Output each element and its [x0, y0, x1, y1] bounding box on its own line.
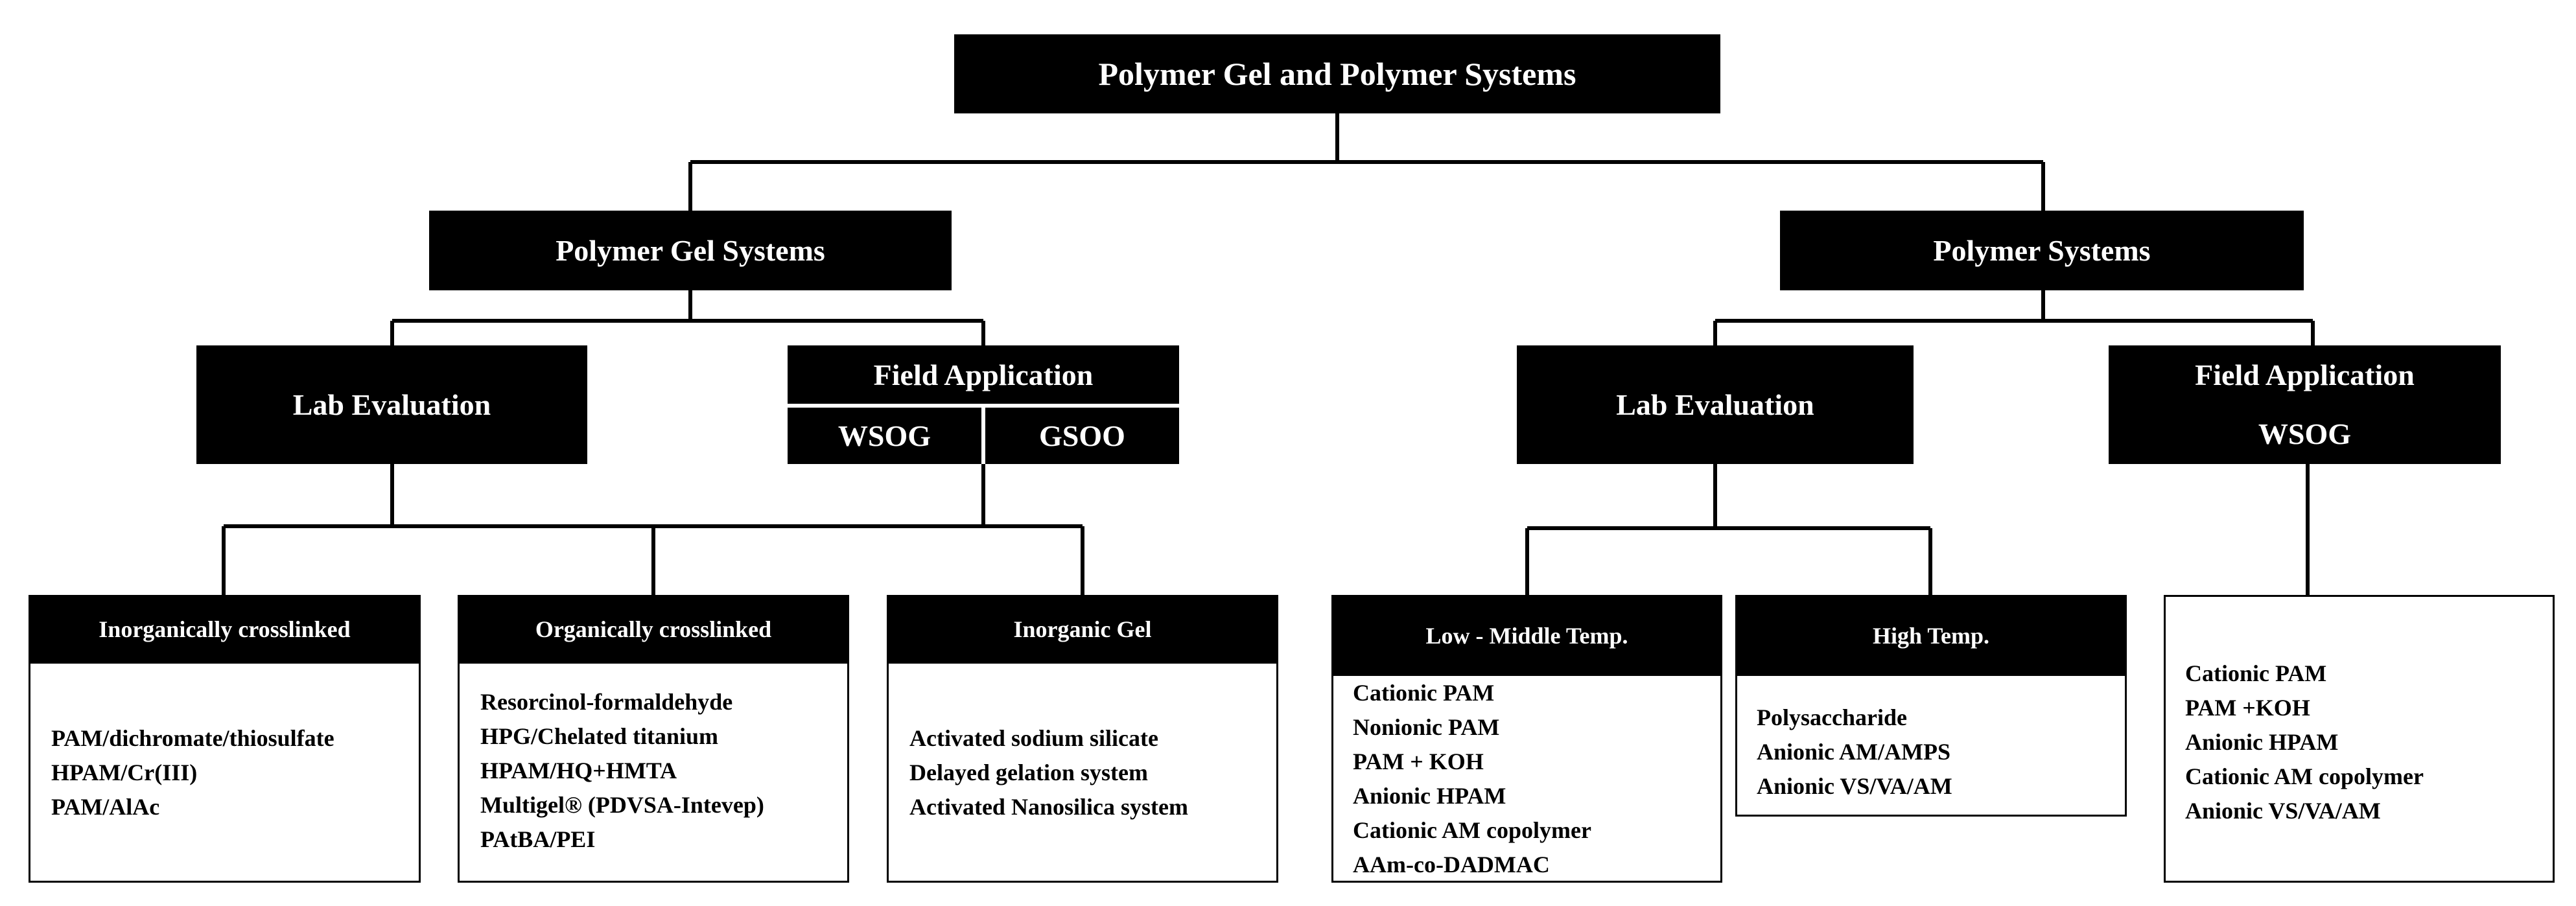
gel-field-split-divider — [981, 408, 985, 464]
list-item: PAM + KOH — [1353, 749, 1484, 774]
high-temp-list: Polysaccharide Anionic AM/AMPS Anionic V… — [1757, 701, 2118, 804]
list-item: HPAM/HQ+HMTA — [480, 758, 677, 784]
polymer-field-application-label: Field Application — [2195, 358, 2415, 391]
polymer-lab-evaluation-label: Lab Evaluation — [1616, 388, 1814, 421]
list-item: Resorcinol-formaldehyde — [480, 689, 733, 715]
inorganically-crosslinked-header: Inorganically crosslinked — [29, 595, 421, 664]
gel-lab-evaluation-label: Lab Evaluation — [292, 388, 491, 421]
inorganic-gel-header: Inorganic Gel — [887, 595, 1278, 664]
list-item: Cationic PAM — [2185, 660, 2327, 686]
polymer-field-wsog: WSOG — [2258, 417, 2352, 450]
list-item: HPG/Chelated titanium — [480, 723, 718, 749]
gel-field-divider — [788, 404, 1179, 408]
gel-lab-evaluation-node: Lab Evaluation — [196, 345, 587, 464]
list-item: Anionic AM/AMPS — [1757, 739, 1951, 765]
polymer-field-application-node: Field Application WSOG — [2109, 345, 2501, 464]
low-middle-temp-list: Cationic PAM Nonionic PAM PAM + KOH Anio… — [1353, 676, 1714, 882]
connector-polymer — [1713, 290, 2315, 345]
list-item: Activated sodium silicate — [909, 725, 1158, 751]
list-item: Anionic VS/VA/AM — [2185, 798, 2381, 824]
connector-gel-categories — [222, 464, 1084, 595]
connector-polymer-categories — [1525, 464, 1932, 595]
inorganic-gel-list: Activated sodium silicate Delayed gelati… — [909, 721, 1270, 824]
high-temp-box: High Temp. Polysaccharide Anionic AM/AMP… — [1735, 595, 2127, 817]
gel-field-application-node: Field Application WSOG GSOO — [788, 345, 1179, 464]
list-item: Anionic HPAM — [2185, 729, 2339, 755]
list-item: Activated Nanosilica system — [909, 794, 1188, 820]
polymer-systems-label: Polymer Systems — [1933, 234, 2151, 267]
polymer-systems-node: Polymer Systems — [1780, 211, 2304, 290]
list-item: Cationic AM copolymer — [2185, 763, 2424, 789]
organically-crosslinked-header: Organically crosslinked — [458, 595, 849, 664]
inorganically-crosslinked-box: Inorganically crosslinked PAM/dichromate… — [29, 595, 421, 883]
list-item: Multigel® (PDVSA-Intevep) — [480, 792, 764, 818]
low-middle-temp-box: Low - Middle Temp. Cationic PAM Nonionic… — [1331, 595, 1722, 883]
polymer-field-items-list: Cationic PAM PAM +KOH Anionic HPAM Catio… — [2185, 656, 2546, 828]
low-middle-temp-header: Low - Middle Temp. — [1331, 595, 1722, 676]
inorganically-crosslinked-list: PAM/dichromate/thiosulfate HPAM/Cr(III) … — [51, 721, 412, 824]
root-node: Polymer Gel and Polymer Systems — [954, 34, 1720, 113]
polymer-lab-evaluation-node: Lab Evaluation — [1517, 345, 1914, 464]
polymer-field-items-box: Cationic PAM PAM +KOH Anionic HPAM Catio… — [2164, 595, 2555, 883]
list-item: Delayed gelation system — [909, 760, 1148, 785]
connector-gel — [390, 290, 985, 345]
list-item: HPAM/Cr(III) — [51, 760, 198, 785]
list-item: PAM/AlAc — [51, 794, 160, 820]
list-item: PAM/dichromate/thiosulfate — [51, 725, 334, 751]
polymer-gel-systems-label: Polymer Gel Systems — [556, 234, 825, 267]
list-item: Cationic AM copolymer — [1353, 817, 1591, 843]
organically-crosslinked-list: Resorcinol-formaldehyde HPG/Chelated tit… — [480, 685, 841, 857]
gel-field-gsoo: GSOO — [1039, 419, 1125, 452]
gel-field-application-label: Field Application — [873, 358, 1094, 391]
list-item: AAm-co-DADMAC — [1353, 852, 1550, 877]
list-item: Anionic HPAM — [1353, 783, 1506, 809]
list-item: Polysaccharide — [1757, 704, 1907, 730]
list-item: Anionic VS/VA/AM — [1757, 773, 1952, 799]
high-temp-header: High Temp. — [1735, 595, 2127, 676]
list-item: Nonionic PAM — [1353, 714, 1500, 740]
list-item: Cationic PAM — [1353, 680, 1495, 706]
inorganic-gel-box: Inorganic Gel Activated sodium silicate … — [887, 595, 1278, 883]
list-item: PAM +KOH — [2185, 695, 2310, 721]
connector-root — [688, 113, 2045, 211]
organically-crosslinked-box: Organically crosslinked Resorcinol-forma… — [458, 595, 849, 883]
root-label: Polymer Gel and Polymer Systems — [1098, 56, 1576, 92]
polymer-gel-systems-node: Polymer Gel Systems — [429, 211, 952, 290]
list-item: PAtBA/PEI — [480, 826, 596, 852]
gel-field-wsog: WSOG — [837, 419, 931, 452]
